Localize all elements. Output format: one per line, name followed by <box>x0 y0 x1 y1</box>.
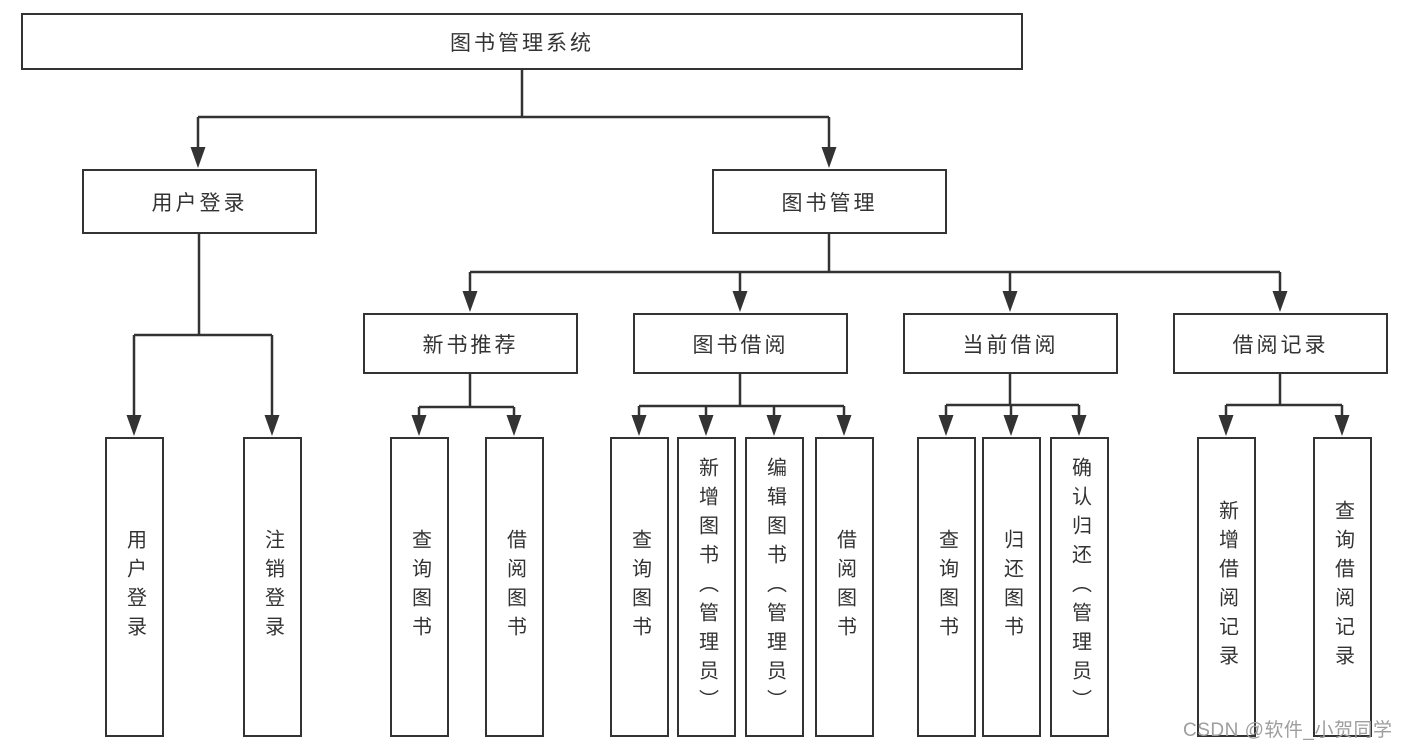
leaf-edit-books-admin: 编辑图书（管理员） <box>745 437 804 737</box>
leaf-query-books-2: 查询图书 <box>610 437 669 737</box>
leaf-query-books: 查询图书 <box>390 437 449 737</box>
node-label: 图书借阅 <box>692 333 789 357</box>
node-label: 图书管理系统 <box>450 31 594 55</box>
node-book-borrowing: 图书借阅 <box>633 313 848 374</box>
leaf-return-books: 归还图书 <box>982 437 1041 737</box>
node-label: 查询借阅记录 <box>1331 500 1354 674</box>
node-label: 新增图书（管理员） <box>695 456 718 718</box>
leaf-query-borrow-record: 查询借阅记录 <box>1313 437 1372 737</box>
node-label: 借阅图书 <box>503 529 526 645</box>
node-label: 用户登录 <box>151 191 248 215</box>
node-label: 图书管理 <box>781 191 878 215</box>
leaf-borrow-books-2: 借阅图书 <box>815 437 874 737</box>
node-label: 当前借阅 <box>962 333 1059 357</box>
node-borrowing-records: 借阅记录 <box>1173 313 1388 374</box>
node-current-borrowing: 当前借阅 <box>903 313 1118 374</box>
node-book-management: 图书管理 <box>712 169 947 234</box>
leaf-query-books-3: 查询图书 <box>917 437 976 737</box>
csdn-watermark: CSDN @软件_小贺同学 <box>1183 720 1393 741</box>
leaf-logout: 注销登录 <box>243 437 302 737</box>
leaf-borrow-books: 借阅图书 <box>485 437 544 737</box>
node-library-management-system: 图书管理系统 <box>21 13 1023 70</box>
node-label: 编辑图书（管理员） <box>763 456 786 718</box>
node-label: 借阅记录 <box>1232 333 1329 357</box>
node-label: 查询图书 <box>408 529 431 645</box>
node-user-login: 用户登录 <box>82 169 317 234</box>
node-label: 确认归还（管理员） <box>1068 456 1091 718</box>
node-label: 新书推荐 <box>422 333 519 357</box>
leaf-add-books-admin: 新增图书（管理员） <box>677 437 736 737</box>
leaf-confirm-return-admin: 确认归还（管理员） <box>1050 437 1109 737</box>
node-label: 借阅图书 <box>833 529 856 645</box>
node-label: 新增借阅记录 <box>1215 500 1238 674</box>
leaf-user-login: 用户登录 <box>105 437 164 737</box>
leaf-add-borrow-record: 新增借阅记录 <box>1197 437 1256 737</box>
node-label: 查询图书 <box>935 529 958 645</box>
node-label: 归还图书 <box>1000 529 1023 645</box>
node-label: 用户登录 <box>123 529 146 645</box>
node-label: 查询图书 <box>628 529 651 645</box>
node-new-book-recommend: 新书推荐 <box>363 313 578 374</box>
node-label: 注销登录 <box>261 529 284 645</box>
